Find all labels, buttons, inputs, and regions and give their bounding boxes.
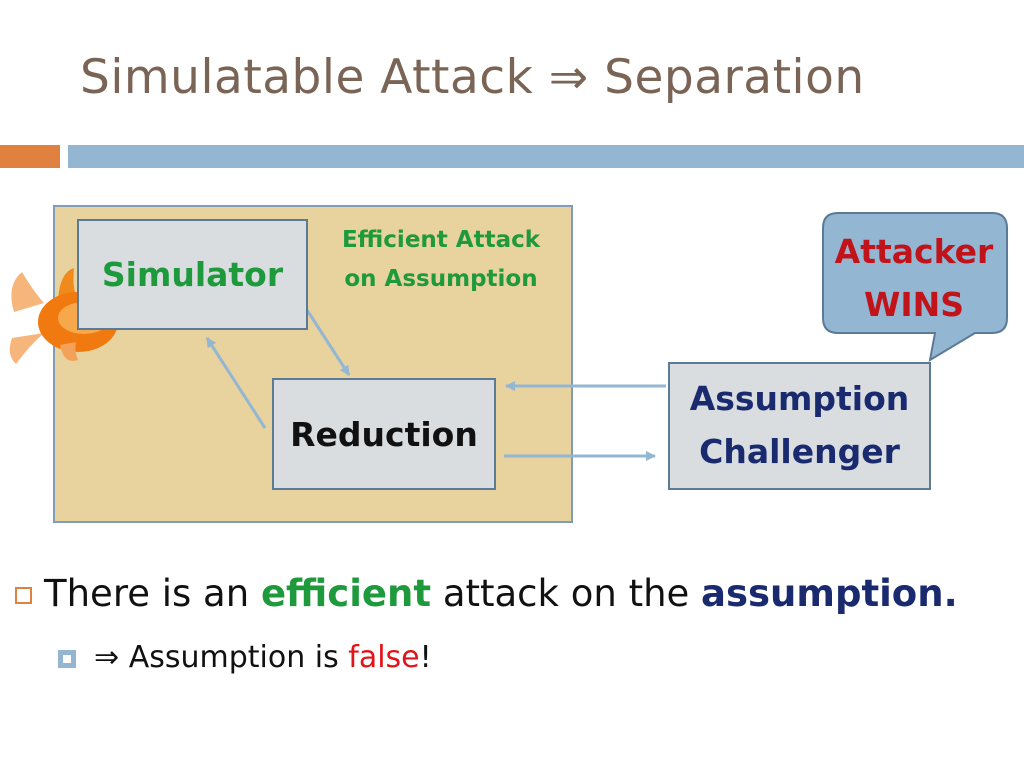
bullet2-false: false: [348, 640, 420, 675]
bullet-level2: ⇒ Assumption is false!: [58, 640, 432, 675]
challenger-line2: Challenger: [699, 432, 900, 471]
bullet1-prefix: There is an: [44, 572, 261, 615]
arrow-simulator-to-reduction: [305, 309, 351, 376]
assumption-challenger-box: Assumption Challenger: [668, 362, 931, 490]
challenger-line1: Assumption: [689, 379, 910, 419]
bullet2-prefix: Assumption is: [128, 640, 349, 675]
efficient-attack-line2: on Assumption: [344, 266, 538, 293]
hollow-square-bullet-icon: [15, 587, 32, 604]
bullet-level1: There is an efficient attack on the assu…: [15, 572, 958, 615]
callout-text: Attacker WINS: [822, 226, 1006, 332]
simulator-box: Simulator: [77, 219, 308, 330]
bullet2-arrow: ⇒: [94, 640, 129, 675]
reduction-box: Reduction: [272, 378, 496, 490]
attacker-wins-callout: [822, 212, 1008, 362]
title-accent-bar-orange: [0, 145, 60, 168]
title-accent-bar-blue: [68, 145, 1024, 168]
bullet1-mid: attack on the: [431, 572, 702, 615]
bullet1-assumption: assumption: [701, 572, 944, 615]
reduction-label: Reduction: [290, 414, 478, 454]
efficient-attack-label: Efficient Attack on Assumption: [330, 221, 552, 299]
slide-title: Simulatable Attack ⇒ Separation: [80, 50, 865, 105]
bullet2-end: !: [419, 640, 432, 675]
arrow-reduction-to-simulator: [205, 337, 267, 429]
efficient-attack-line1: Efficient Attack: [341, 227, 541, 253]
callout-line1: Attacker: [834, 232, 994, 271]
callout-line2: WINS: [863, 284, 965, 324]
filled-square-bullet-icon: [58, 650, 76, 668]
simulator-label: Simulator: [101, 255, 284, 294]
bullet1-efficient: efficient: [260, 572, 432, 615]
bullet1-end: .: [943, 572, 958, 615]
